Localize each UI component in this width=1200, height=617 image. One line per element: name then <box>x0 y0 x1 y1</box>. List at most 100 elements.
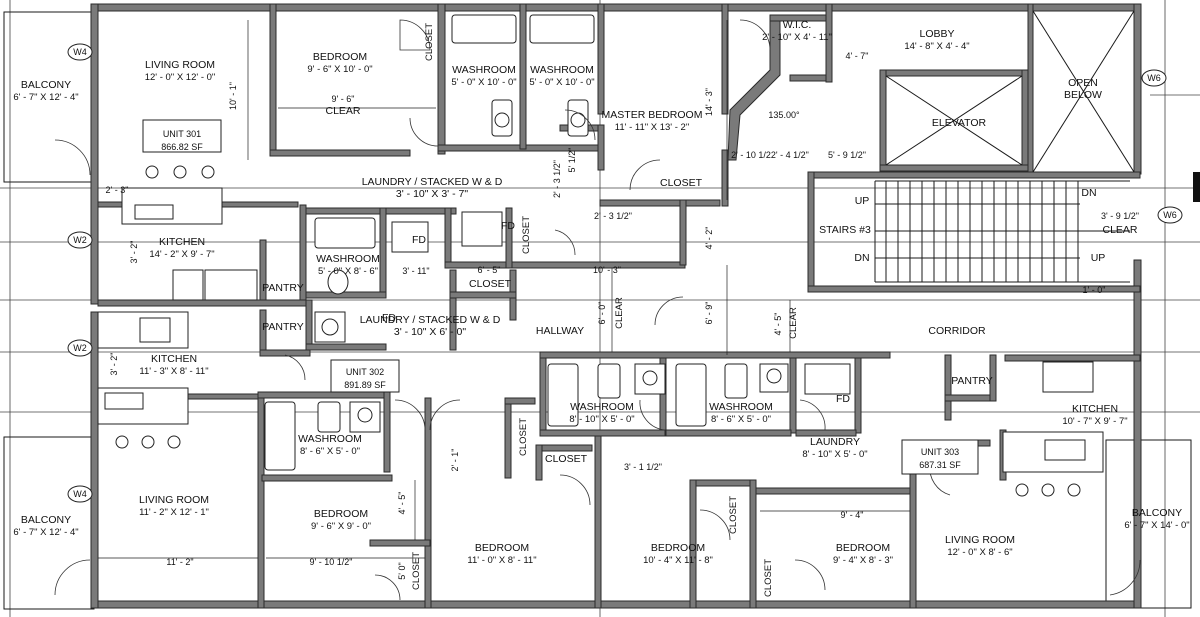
room-name-lobby: LOBBY <box>919 28 954 40</box>
dimension-labels: 9' - 6" 2' - 3" 4' - 7" 135.00° 2' - 10 1/22… <box>106 51 1139 567</box>
room-name-bed302a: BEDROOM <box>314 508 368 520</box>
grid-tag-shapes <box>67 43 1200 503</box>
label-fd3: FD <box>836 393 850 405</box>
room-name-kit302: KITCHEN <box>151 353 197 365</box>
shaft-marks <box>885 10 1135 173</box>
room-size-bed303b: 9' - 4" X 8' - 3" <box>833 555 893 566</box>
interior-walls <box>97 3 1141 609</box>
dimension-d4: 135.00° <box>768 110 800 120</box>
grid-tag-w2b: W2 <box>73 343 87 353</box>
grid-tag-w4a: W4 <box>73 47 87 57</box>
room-name-bed303b: BEDROOM <box>836 542 890 554</box>
label-laundry2: LAUNDRY / STACKED W & D <box>360 314 501 326</box>
room-size-lobby: 14' - 8" X 4' - 4" <box>904 41 969 52</box>
label-fd1b: FD <box>412 234 426 246</box>
dimension-d11: 3' - 9 1/2" <box>1101 211 1139 221</box>
vertical-dimension-labels: 10' - 1"14' - 3"2' - 3 1/2"5' 1/2"4' - 2… <box>109 82 783 580</box>
label-pantry1: PANTRY <box>262 282 304 294</box>
dimension-lines <box>98 20 1134 559</box>
vdimension-vd10: 4' - 5" <box>773 313 783 336</box>
room-size-bal1: 6' - 7" X 12' - 4" <box>13 92 78 103</box>
balconies <box>3 11 1192 610</box>
vdimension-vd5: 4' - 2" <box>704 227 714 250</box>
vlabel-vclear1: CLEAR <box>614 297 625 329</box>
grid-tag-w6a: W6 <box>1147 73 1161 83</box>
label-pantry2: PANTRY <box>262 321 304 333</box>
label-pantry3: PANTRY <box>951 375 993 387</box>
room-size-bed302b: 11' - 0" X 8' - 11" <box>467 555 536 566</box>
dimension-d6: 5' - 9 1/2" <box>828 150 866 160</box>
grid-tag-w4b: W4 <box>73 489 87 499</box>
label-stairs: STAIRS #3 <box>819 224 871 236</box>
room-name-laundry3: LAUNDRY <box>810 436 860 448</box>
vlabel-vcloset3: CLOSET <box>518 418 529 456</box>
label-hallway: HALLWAY <box>536 325 584 337</box>
dimension-d8: 3' - 11" <box>402 266 429 276</box>
room-size-bed302a: 9' - 6" X 9' - 0" <box>311 521 371 532</box>
label-dn2: DN <box>854 252 869 264</box>
dimension-d3: 4' - 7" <box>846 51 869 61</box>
label-elevator: ELEVATOR <box>932 117 987 129</box>
room-name-wic: W.I.C. <box>783 19 812 31</box>
unit-tags <box>142 119 979 475</box>
room-size-wash4: 8' - 10" X 5' - 0" <box>569 414 634 425</box>
room-size-lr303: 12' - 0" X 8' - 6" <box>947 547 1012 558</box>
room-name-bal1: BALCONY <box>21 79 71 91</box>
label-clear2: CLEAR <box>1102 224 1137 236</box>
vertical-labels: CLOSET CLOSET CLOSET CLOSET CLOSET CLOSET CLEA… <box>411 23 799 597</box>
unit-area-unit301: 866.82 SF <box>161 142 203 152</box>
room-name-kit303: KITCHEN <box>1072 403 1118 415</box>
room-size-bed301: 9' - 6" X 10' - 0" <box>307 64 372 75</box>
vlabel-vclear2: CLEAR <box>788 307 799 339</box>
room-name-lr301: LIVING ROOM <box>145 59 215 71</box>
dimension-d14: 9' - 10 1/2" <box>310 557 353 567</box>
label-openbelow2: BELOW <box>1064 89 1102 101</box>
dimension-d5: 2' - 10 1/22' - 4 1/2" <box>731 150 809 160</box>
label-laundry2s: 3' - 10" X 6' - 0" <box>394 326 466 338</box>
dimension-d12: 1' - 0" <box>1083 285 1106 295</box>
dimension-d1: 9' - 6" <box>332 94 355 104</box>
room-size-wash1: 5' - 0" X 10' - 0" <box>451 77 516 88</box>
label-clear1: CLEAR <box>325 105 360 117</box>
vlabel-vcloset5: CLOSET <box>728 496 739 534</box>
room-size-lr301: 12' - 0" X 12' - 0" <box>145 72 216 83</box>
unit-area-unit302: 891.89 SF <box>344 380 386 390</box>
dimension-d2: 2' - 3" <box>106 185 129 195</box>
label-fd2: FD <box>382 312 396 324</box>
room-name-bal2: BALCONY <box>21 514 71 526</box>
room-name-kit301: KITCHEN <box>159 236 205 248</box>
grid-tag-w6b: W6 <box>1163 210 1177 220</box>
vdimension-vd2: 14' - 3" <box>704 88 714 116</box>
fixtures <box>97 14 1104 497</box>
label-dn1: DN <box>1081 187 1096 199</box>
room-size-wash302: 8' - 6" X 5' - 0" <box>300 446 360 457</box>
dimension-d7: 2' - 3 1/2" <box>594 211 632 221</box>
room-name-wash302: WASHROOM <box>298 433 362 445</box>
vdimension-vd3: 2' - 3 1/2" <box>552 160 562 198</box>
room-size-wic: 2' - 10" X 4' - 11" <box>762 32 832 43</box>
room-size-bal2: 6' - 7" X 12' - 4" <box>13 527 78 538</box>
dimension-d9: 6' - 5" <box>478 265 501 275</box>
label-closet3: CLOSET <box>545 453 588 465</box>
annotation-labels: LAUNDRY / STACKED W & D3' - 10" X 3' - 7… <box>262 77 1138 465</box>
label-openbelow1: OPEN <box>1068 77 1098 89</box>
unit-name-unit303: UNIT 303 <box>921 447 959 457</box>
vlabel-vcloset1: CLOSET <box>424 23 435 61</box>
room-size-wash2: 5' - 0" X 10' - 0" <box>529 77 594 88</box>
vdimension-vd6: 3' - 2" <box>129 241 139 264</box>
room-size-kit301: 14' - 2" X 9' - 7" <box>149 249 214 260</box>
vlabel-vcloset6: CLOSET <box>763 559 774 597</box>
room-name-wash1: WASHROOM <box>452 64 516 76</box>
label-up2: UP <box>1091 252 1106 264</box>
vdimension-vd7: 3' - 2" <box>109 353 119 376</box>
label-up1: UP <box>855 195 870 207</box>
label-closet2: CLOSET <box>469 278 512 290</box>
doors <box>54 19 1141 601</box>
room-size-bal3: 6' - 7" X 14' - 0" <box>1124 520 1189 531</box>
unit-name-unit302: UNIT 302 <box>346 367 384 377</box>
room-name-lr302: LIVING ROOM <box>139 494 209 506</box>
unit-area-unit303: 687.31 SF <box>919 460 961 470</box>
